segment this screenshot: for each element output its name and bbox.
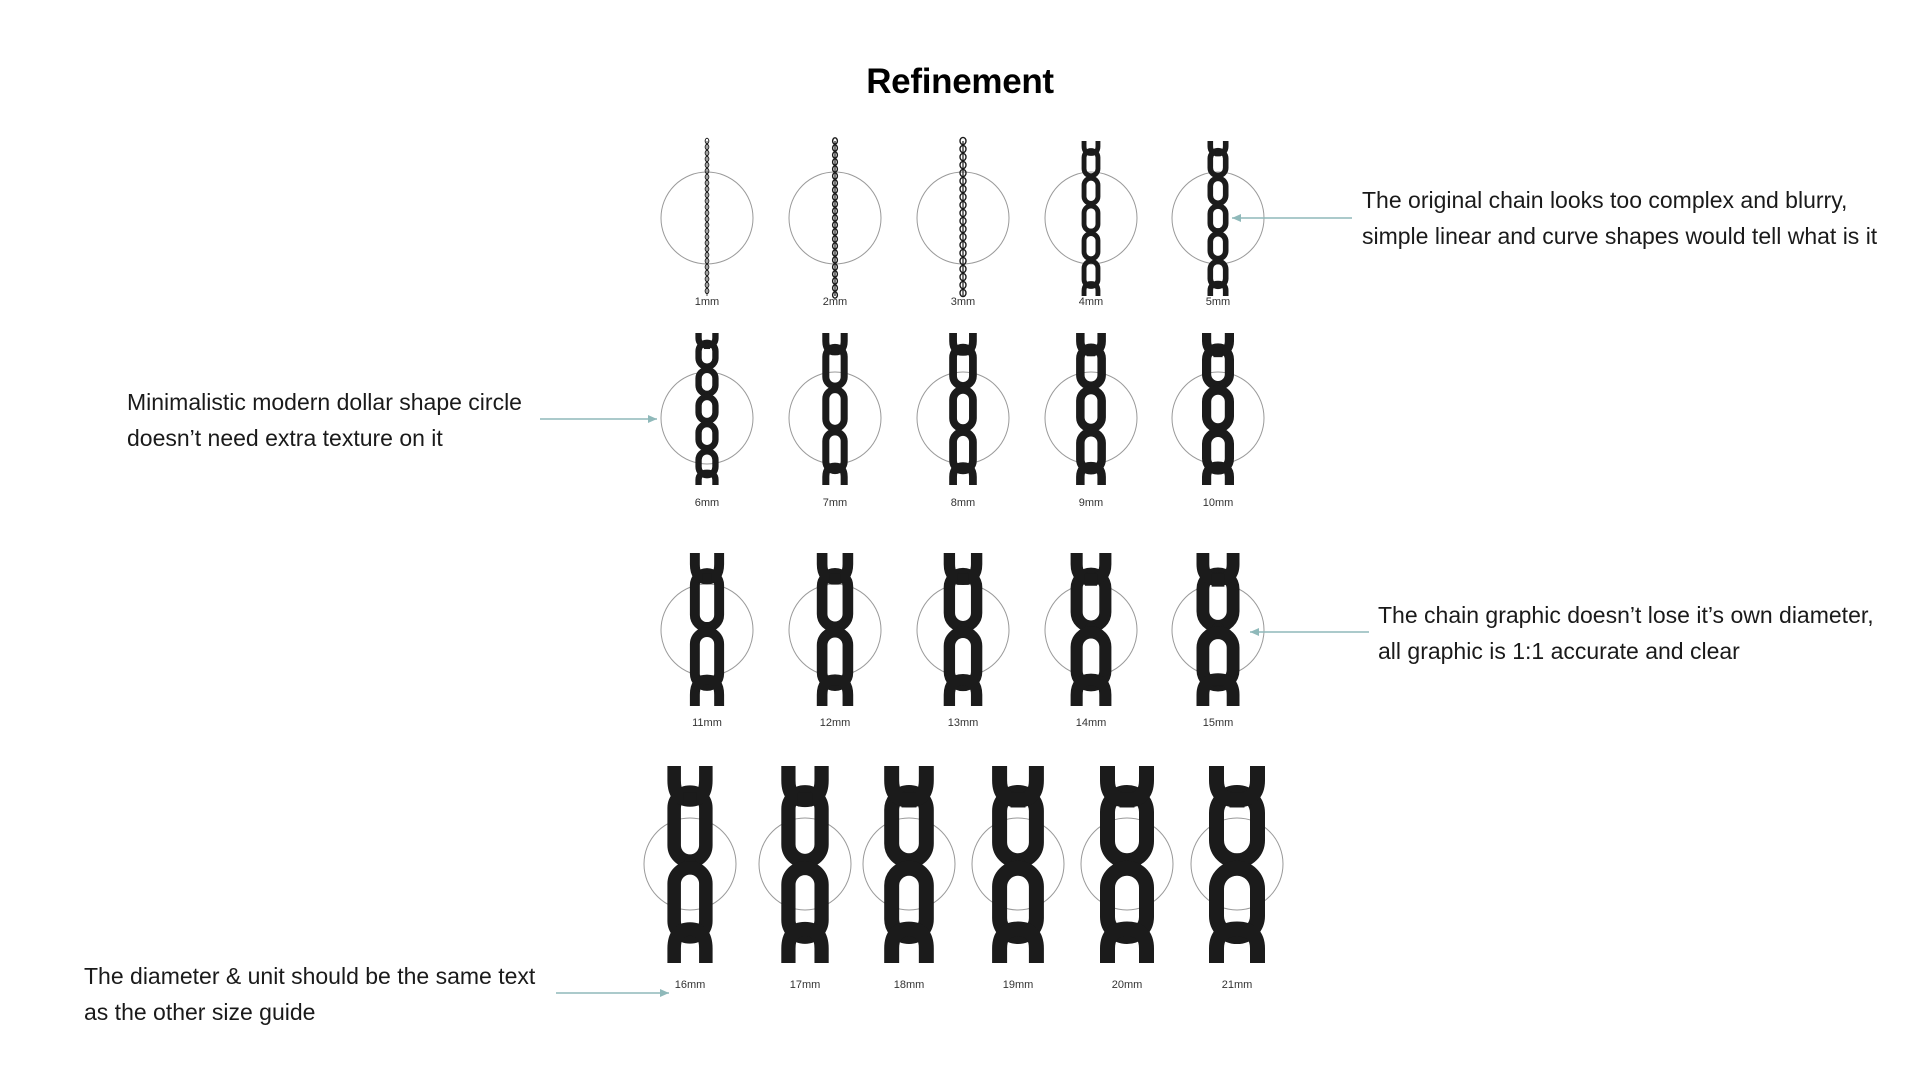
annotation-line: The chain graphic doesn’t lose it’s own … xyxy=(1378,602,1874,628)
size-label-7mm: 7mm xyxy=(822,497,848,509)
chain-sample-3mm xyxy=(916,136,1010,298)
annotation-line: The original chain looks too complex and… xyxy=(1362,187,1848,213)
annotation-diameter: The chain graphic doesn’t lose it’s own … xyxy=(1378,597,1874,669)
chain-sample-13mm xyxy=(916,553,1010,706)
annotation-complexity: The original chain looks too complex and… xyxy=(1362,182,1877,254)
chain-sample-18mm xyxy=(862,766,956,963)
chain-sample-2mm xyxy=(788,137,882,299)
size-label-9mm: 9mm xyxy=(1078,497,1104,509)
arrow-unit-text xyxy=(556,989,669,997)
size-label-12mm: 12mm xyxy=(819,717,851,729)
annotation-line: doesn’t need extra texture on it xyxy=(127,425,443,451)
chain-sample-4mm xyxy=(1044,141,1138,296)
chain-sample-12mm xyxy=(788,553,882,706)
annotation-line: as the other size guide xyxy=(84,999,316,1025)
size-label-18mm: 18mm xyxy=(893,979,925,991)
reference-circle xyxy=(1080,817,1174,911)
reference-circle xyxy=(1190,817,1284,911)
size-label-15mm: 15mm xyxy=(1202,717,1234,729)
size-label-1mm: 1mm xyxy=(694,296,720,308)
chain-sample-17mm xyxy=(758,766,852,963)
chain-sample-11mm xyxy=(660,553,754,706)
annotation-line: all graphic is 1:1 accurate and clear xyxy=(1378,638,1740,664)
chain-sample-7mm xyxy=(788,333,882,485)
size-label-8mm: 8mm xyxy=(950,497,976,509)
size-label-21mm: 21mm xyxy=(1221,979,1253,991)
chain-sample-14mm xyxy=(1044,553,1138,706)
size-label-16mm: 16mm xyxy=(674,979,706,991)
annotation-line: simple linear and curve shapes would tel… xyxy=(1362,223,1878,249)
chain-sample-21mm xyxy=(1190,766,1284,963)
chain-sample-8mm xyxy=(916,333,1010,485)
size-label-5mm: 5mm xyxy=(1205,296,1231,308)
size-label-11mm: 11mm xyxy=(692,717,722,729)
arrow-diameter xyxy=(1250,628,1369,636)
page-title: Refinement xyxy=(866,62,1054,101)
arrow-complexity xyxy=(1232,214,1352,222)
chain-sample-10mm xyxy=(1171,333,1265,485)
chain-sample-15mm xyxy=(1171,553,1265,706)
reference-circle xyxy=(1044,171,1138,265)
chain-sample-16mm xyxy=(643,766,737,963)
size-label-14mm: 14mm xyxy=(1075,717,1107,729)
size-label-17mm: 17mm xyxy=(789,979,821,991)
annotation-unit-text: The diameter & unit should be the same t… xyxy=(84,958,535,1030)
reference-circle xyxy=(643,817,737,911)
chain-sample-1mm xyxy=(660,137,754,296)
chain-sample-6mm xyxy=(660,333,754,485)
size-label-19mm: 19mm xyxy=(1002,979,1034,991)
size-label-13mm: 13mm xyxy=(947,717,979,729)
size-label-10mm: 10mm xyxy=(1202,497,1234,509)
chain-sample-19mm xyxy=(971,766,1065,963)
annotation-circle: Minimalistic modern dollar shape circle … xyxy=(127,384,522,456)
reference-circle xyxy=(862,817,956,911)
size-label-6mm: 6mm xyxy=(694,497,720,509)
size-label-20mm: 20mm xyxy=(1111,979,1143,991)
reference-circle xyxy=(971,817,1065,911)
size-label-3mm: 3mm xyxy=(950,296,976,308)
annotation-line: Minimalistic modern dollar shape circle xyxy=(127,389,522,415)
chain-sample-9mm xyxy=(1044,333,1138,485)
size-label-2mm: 2mm xyxy=(822,296,848,308)
chain-sample-20mm xyxy=(1080,766,1174,963)
reference-circle xyxy=(758,817,852,911)
arrow-circle xyxy=(540,415,657,423)
annotation-line: The diameter & unit should be the same t… xyxy=(84,963,536,989)
size-label-4mm: 4mm xyxy=(1078,296,1104,308)
